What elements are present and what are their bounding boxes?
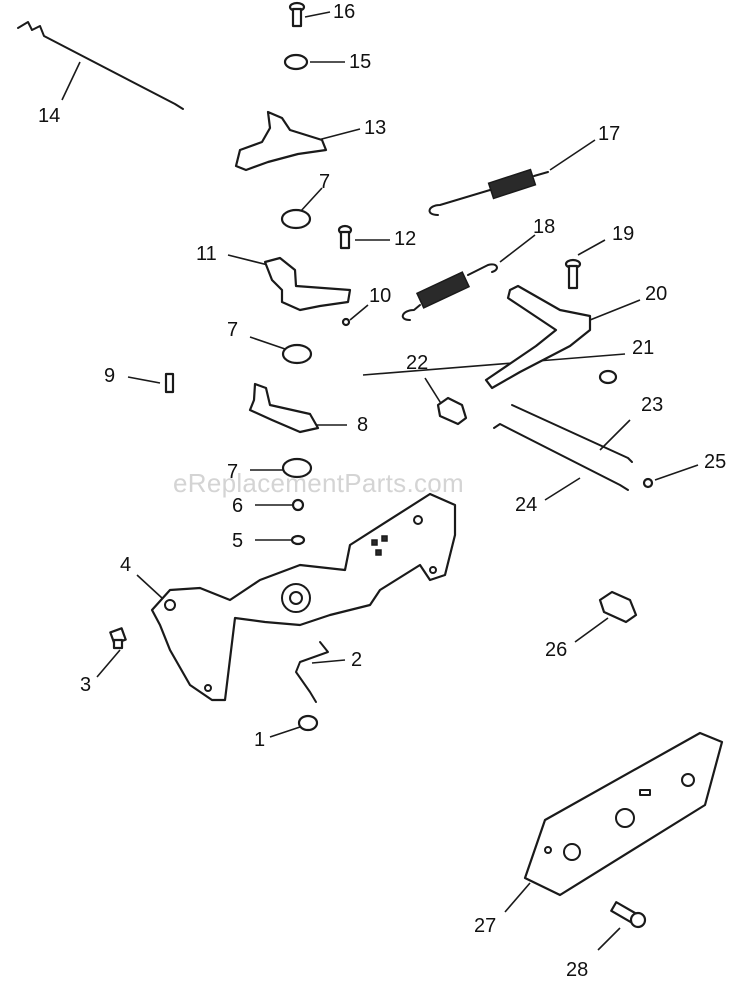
callout-12: 12 <box>394 228 417 250</box>
callout-8: 8 <box>357 414 369 436</box>
part-2-spring <box>295 641 329 703</box>
part-17-spring <box>428 168 549 216</box>
part-10-nut <box>341 317 351 327</box>
part-12-screw <box>337 224 353 250</box>
part-25-nut <box>642 477 654 489</box>
part-24-rod <box>493 423 629 491</box>
callout-22: 22 <box>406 352 429 374</box>
callout-5: 5 <box>232 530 244 552</box>
part-19-screw <box>564 258 582 290</box>
callout-15: 15 <box>349 51 372 73</box>
callout-6: 6 <box>232 495 244 517</box>
part-14-rod <box>17 21 184 110</box>
part-13-lever <box>234 110 328 172</box>
part-4-bracket <box>150 492 457 702</box>
callout-14: 14 <box>38 105 61 127</box>
part-22-clip <box>436 396 468 426</box>
part-6-nut <box>291 498 305 512</box>
callout-21: 21 <box>632 337 655 359</box>
part-18-spring <box>401 263 498 321</box>
callout-9: 9 <box>104 365 116 387</box>
callout-13: 13 <box>364 117 387 139</box>
callout-7-top: 7 <box>319 171 331 193</box>
part-15-washer <box>283 53 309 71</box>
part-26-clip <box>598 590 638 624</box>
callout-27: 27 <box>474 915 497 937</box>
leader-lines <box>61 11 699 951</box>
callout-18: 18 <box>533 216 556 238</box>
callout-7-middle: 7 <box>227 319 239 341</box>
callout-2: 2 <box>351 649 363 671</box>
part-5-spacer <box>290 534 306 546</box>
part-27-plate <box>523 731 724 897</box>
callout-23: 23 <box>641 394 664 416</box>
callout-11: 11 <box>196 243 217 265</box>
part-21-nut <box>598 369 618 385</box>
callout-20: 20 <box>645 283 668 305</box>
part-28-bolt <box>610 901 647 929</box>
callout-25: 25 <box>704 451 727 473</box>
callout-28: 28 <box>566 959 589 981</box>
callout-3: 3 <box>80 674 92 696</box>
part-16-screw <box>288 1 306 28</box>
watermark: eReplacementParts.com <box>173 468 464 498</box>
part-1-nut <box>297 714 319 732</box>
callout-1: 1 <box>254 729 266 751</box>
part-7-washer-top <box>280 208 312 230</box>
part-8-lever <box>248 382 320 434</box>
part-23-rod <box>511 404 633 463</box>
callout-19: 19 <box>612 223 635 245</box>
part-11-lever <box>263 256 352 312</box>
callout-10: 10 <box>369 285 392 307</box>
part-9-pin <box>164 372 175 394</box>
callout-4: 4 <box>120 554 132 576</box>
part-7-washer-middle <box>281 343 313 365</box>
part-3-screw <box>109 627 127 650</box>
callout-24: 24 <box>515 494 538 516</box>
callout-7-bottom: 7 <box>227 461 239 483</box>
callout-16: 16 <box>333 1 356 23</box>
callout-26: 26 <box>545 639 568 661</box>
part-7-washer-bottom <box>281 457 313 479</box>
callout-17: 17 <box>598 123 621 145</box>
part-20-lever <box>484 284 592 390</box>
